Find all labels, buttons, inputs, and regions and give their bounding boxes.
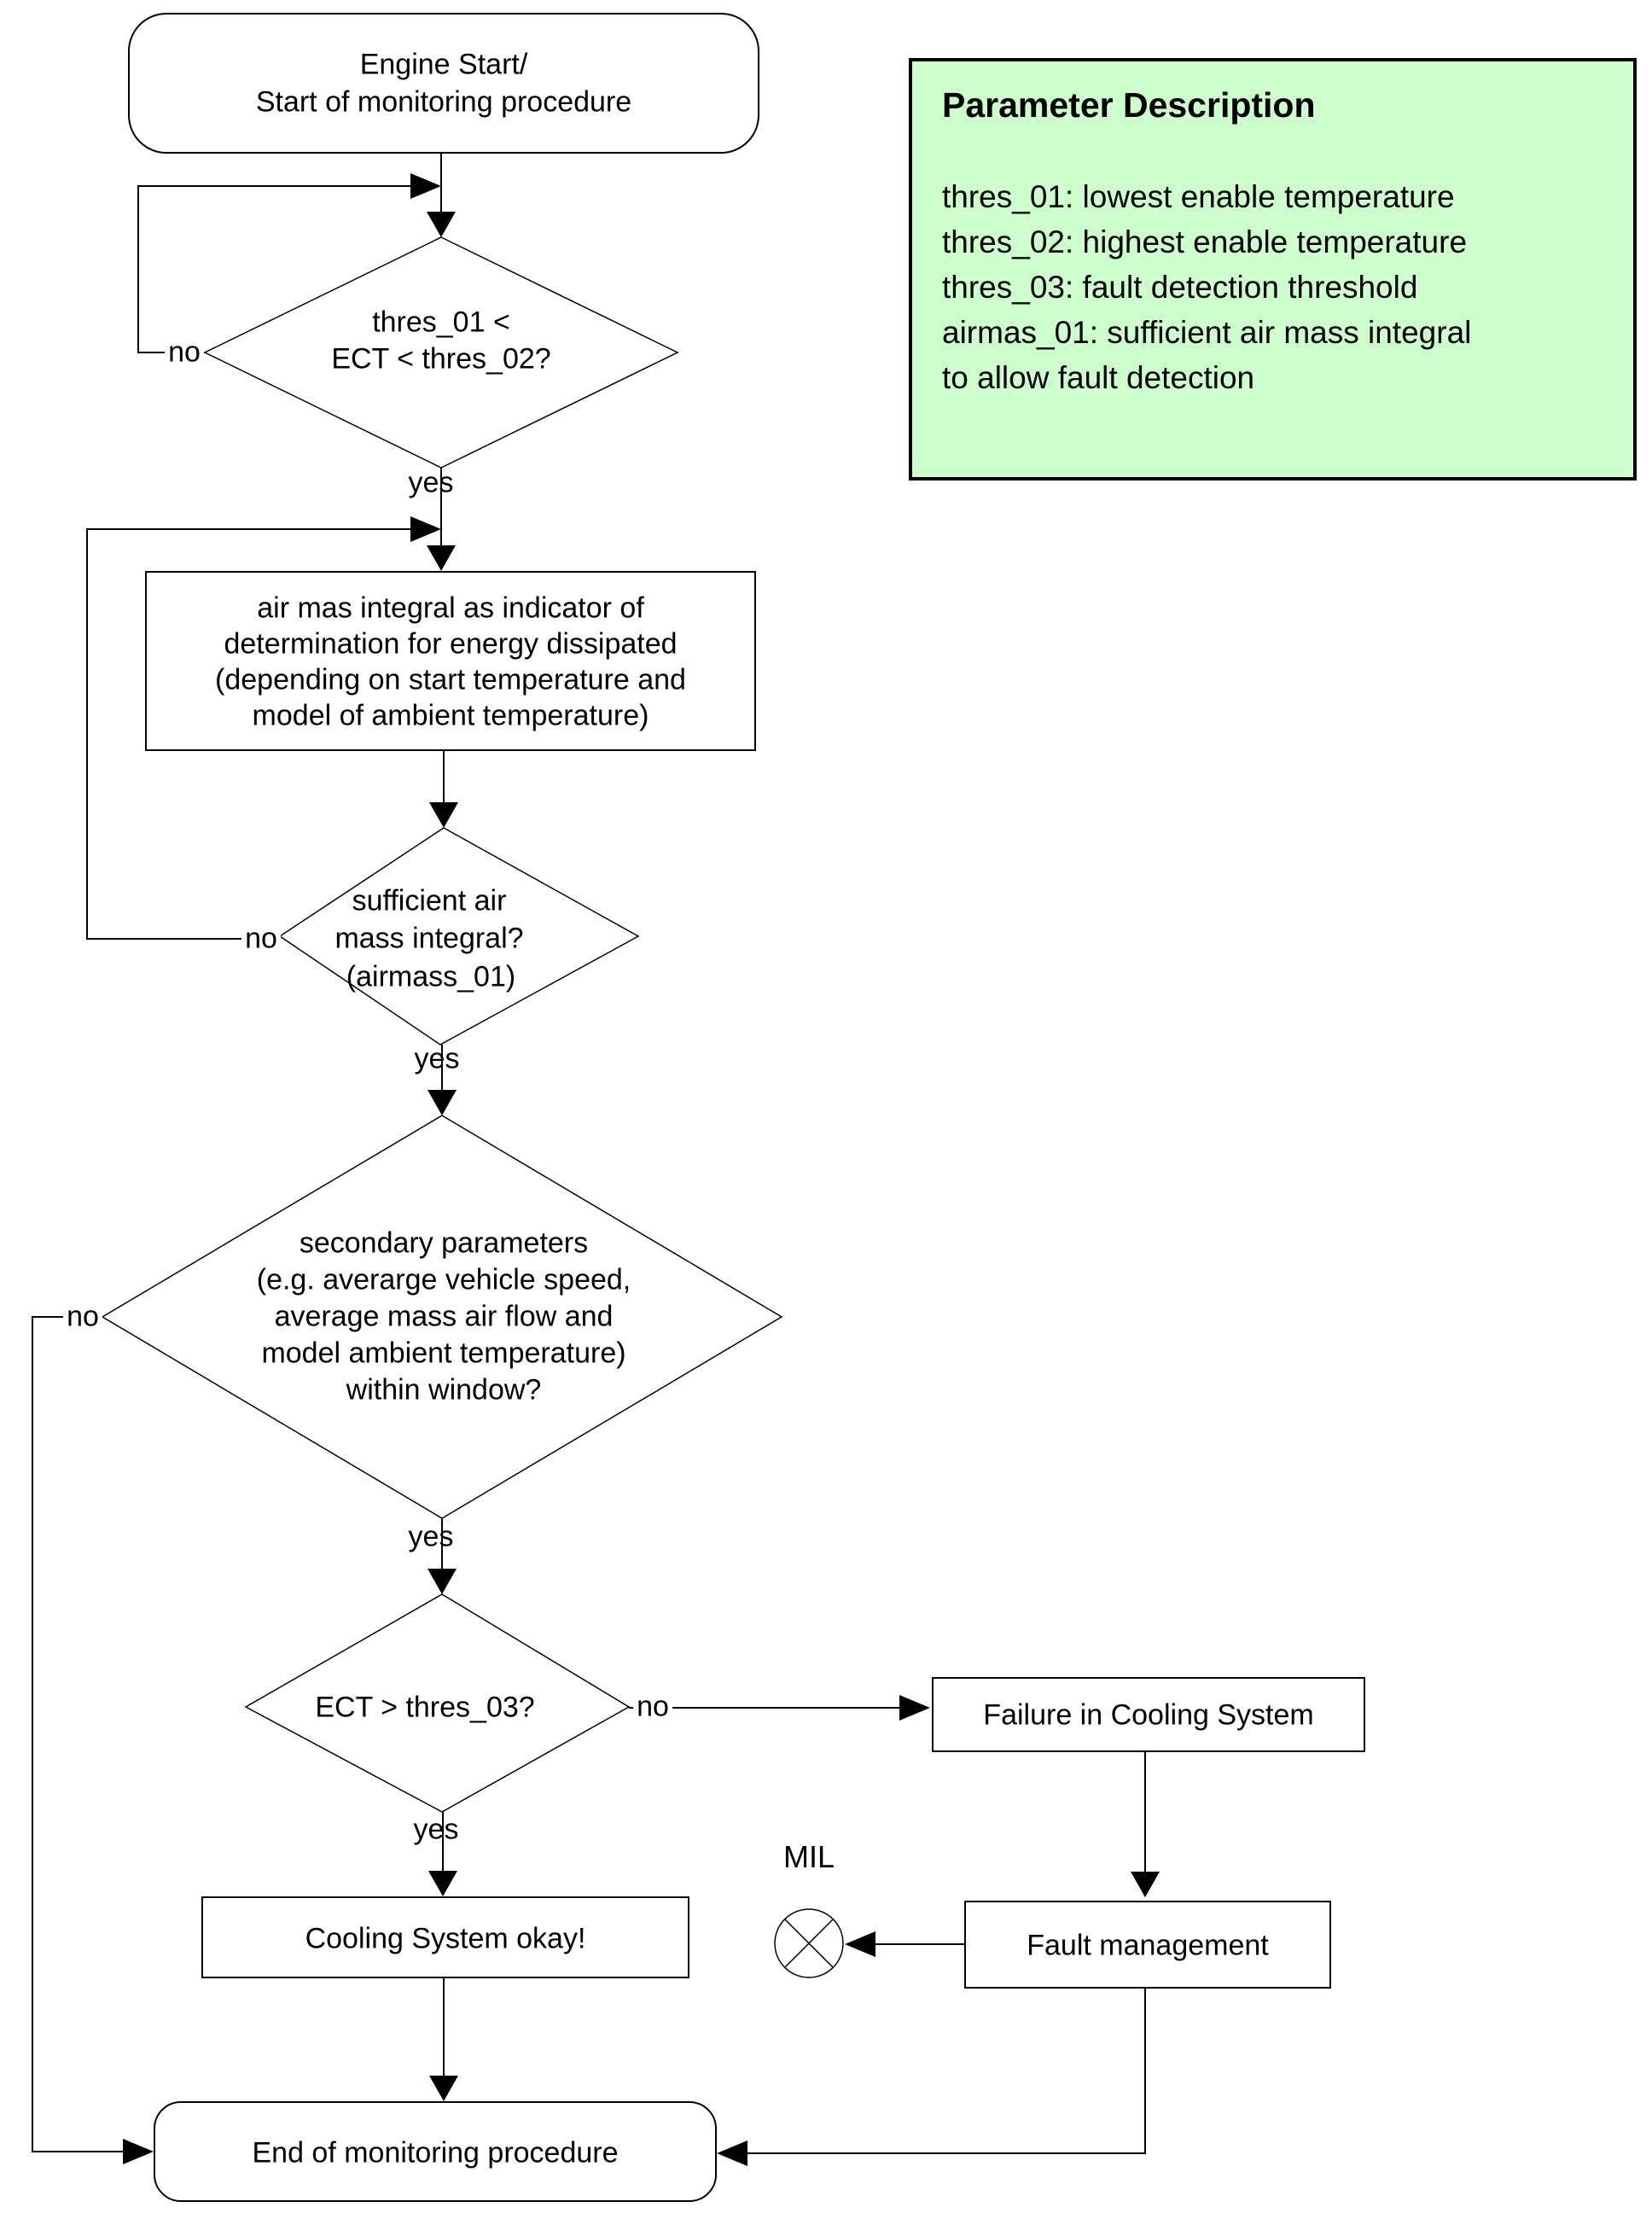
arrowhead-into-process1 [427,545,456,571]
decision1-label-line1: thres_01 < [372,306,510,339]
fault-box-label: Fault management [1027,1929,1269,1962]
parameter-description-panel: Parameter Description thres_01: lowest e… [909,58,1637,480]
mil-indicator-icon [774,1908,844,1978]
process1-label-line3: (depending on start temperature and [215,663,686,696]
arrowhead-into-decision3 [428,1090,457,1115]
ok-box-label: Cooling System okay! [305,1922,586,1955]
process1-box [145,571,756,751]
end-terminator [154,2101,717,2202]
arrowhead-into-junction2 [410,516,441,542]
decision4-label: ECT > thres_03? [315,1691,535,1724]
arrowhead-into-end-top [429,2076,458,2101]
arrowhead-into-ok-box [428,1871,457,1896]
connector-loop2 [86,528,410,940]
legend-line: to allow fault detection [942,360,1255,395]
decision3-label-line5: within window? [346,1373,542,1407]
decision4-no-label: no [633,1690,672,1723]
mil-label: MIL [782,1839,835,1875]
decision4-yes-label: yes [413,1813,459,1846]
ok-box [201,1896,689,1978]
arrowhead-into-junction1 [410,173,441,199]
decision1-yes-label: yes [408,466,454,499]
arrowhead-into-end-left [123,2139,154,2164]
decision3-diamond [101,1115,783,1519]
arrowhead-into-failure-box [899,1695,930,1721]
legend-line: thres_02: highest enable temperature [942,224,1468,259]
decision4-diamond [244,1593,631,1813]
end-box-label: End of monitoring procedure [252,2136,619,2169]
arrowhead-into-decision1 [427,212,456,237]
decision1-diamond [203,236,679,469]
start-label-line1: Engine Start/ [359,48,528,81]
start-label-line2: Start of monitoring procedure [255,85,632,119]
failure-box-label: Failure in Cooling System [983,1698,1314,1732]
legend-line: thres_01: lowest enable temperature [942,179,1455,214]
process1-label-line4: model of ambient temperature) [252,699,649,732]
fault-management-box [964,1901,1331,1989]
decision3-label-line3: average mass air flow and [274,1300,614,1333]
decision2-label-line3: (airmass_01) [346,960,516,993]
connector-loop3 [32,1316,123,2152]
arrowhead-into-fault-box [1131,1872,1160,1897]
process1-label-line2: determination for energy dissipated [224,627,678,661]
decision2-no-label: no [241,922,281,955]
parameter-description-title: Parameter Description [942,85,1316,125]
decision3-label-line1: secondary parameters [299,1226,589,1260]
decision2-label-line1: sufficient air [352,884,507,917]
decision3-label-line2: (e.g. averarge vehicle speed, [256,1263,631,1296]
arrowhead-into-decision4 [428,1569,457,1594]
decision3-no-label: no [63,1300,102,1333]
process1-label-line1: air mas integral as indicator of [257,591,644,625]
connector-fault-to-end [747,1989,1146,2154]
decision3-label-line4: model ambient temperature) [261,1337,626,1370]
legend-line: thres_03: fault detection threshold [942,270,1418,305]
decision1-no-label: no [165,335,204,369]
arrowhead-into-end-right [717,2140,747,2166]
decision1-label-line2: ECT < thres_02? [331,342,551,376]
decision2-yes-label: yes [414,1042,460,1075]
arrowhead-into-mil [845,1931,875,1957]
legend-line: airmas_01: sufficient air mass integral [942,315,1472,350]
parameter-description-body: thres_01: lowest enable temperature thre… [942,174,1616,400]
decision2-label-line2: mass integral? [334,922,524,955]
decision3-yes-label: yes [408,1520,454,1553]
failure-box [932,1677,1365,1752]
start-terminator [128,13,759,154]
arrowhead-into-decision2 [429,802,458,828]
decision2-diamond [278,827,640,1045]
